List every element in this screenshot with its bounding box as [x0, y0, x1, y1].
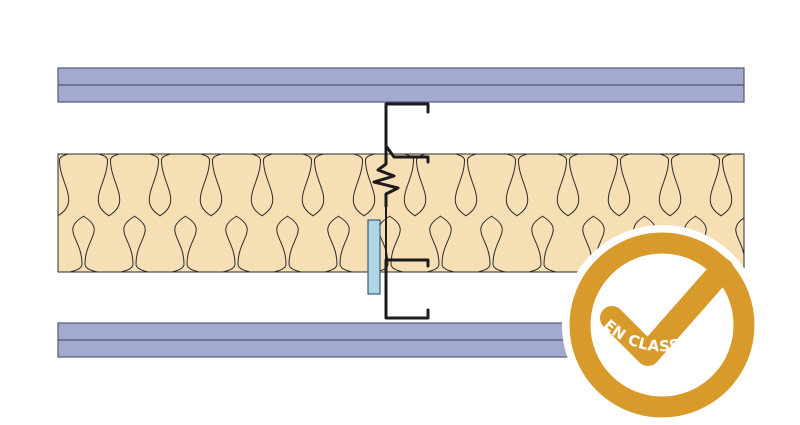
insulation-lobe — [133, 215, 187, 272]
insulation-lobe — [161, 154, 212, 217]
insulation-lobe — [669, 159, 682, 217]
insulation-lobe — [671, 154, 722, 217]
insulation-lobe — [261, 159, 274, 217]
steel-stud — [372, 102, 430, 320]
top-plasterboard — [57, 67, 745, 103]
insulation-lobe — [388, 215, 442, 272]
badge-ring — [569, 232, 755, 418]
insulation-lobe — [772, 160, 783, 216]
insulation-lobe — [110, 154, 161, 217]
insulation-lobe — [108, 159, 121, 217]
insulation-lobe — [58, 215, 59, 217]
insulation-lobe — [618, 159, 631, 217]
insulation-lobe — [720, 159, 733, 217]
insulation-lobe — [314, 154, 365, 217]
top-stud-channel — [384, 102, 430, 164]
insulation-lobe — [490, 215, 544, 272]
insulation-lobe — [59, 154, 110, 217]
insulation-lobe — [569, 154, 620, 217]
insulation-lobe — [516, 159, 529, 217]
insulation-lobe — [363, 159, 376, 217]
insulation-lobe — [65, 215, 85, 272]
insulation-lobe — [774, 153, 800, 217]
insulation-layer — [7, 153, 800, 273]
insulation-lobe — [620, 154, 671, 217]
insulation-lobe — [212, 154, 263, 217]
insulation-lobe — [567, 159, 580, 217]
bottom-stud-channel — [384, 258, 430, 320]
insulation-lobe — [746, 216, 798, 273]
insulation-lobe — [235, 215, 289, 272]
insulation-lobe — [465, 159, 478, 217]
insulation-lobe — [467, 154, 518, 217]
insulation-lobe — [541, 215, 595, 272]
en-classified-badge: EN CLASSIFIED — [562, 225, 762, 425]
insulation-lobe — [416, 154, 467, 217]
insulation-lobe — [312, 159, 325, 217]
insulation-lobe — [184, 215, 238, 272]
insulation-lobe — [58, 159, 70, 217]
top-board-outer-layer — [57, 67, 745, 86]
insulation-lobe — [365, 154, 416, 217]
insulation-lobe — [7, 160, 18, 216]
top-board-inner-layer — [57, 84, 745, 103]
insulation-lobe — [518, 154, 569, 217]
insulation-lobe — [286, 215, 340, 272]
insulation-lobe — [414, 159, 427, 217]
insulation-lobe — [439, 215, 493, 272]
resilient-clip — [367, 219, 381, 295]
spring-connector — [372, 144, 400, 208]
insulation-lobe — [210, 159, 223, 217]
insulation-lobe — [159, 159, 172, 217]
insulation-lobe — [82, 215, 136, 272]
insulation-lobe — [263, 154, 314, 217]
checkmark-icon — [600, 258, 734, 366]
